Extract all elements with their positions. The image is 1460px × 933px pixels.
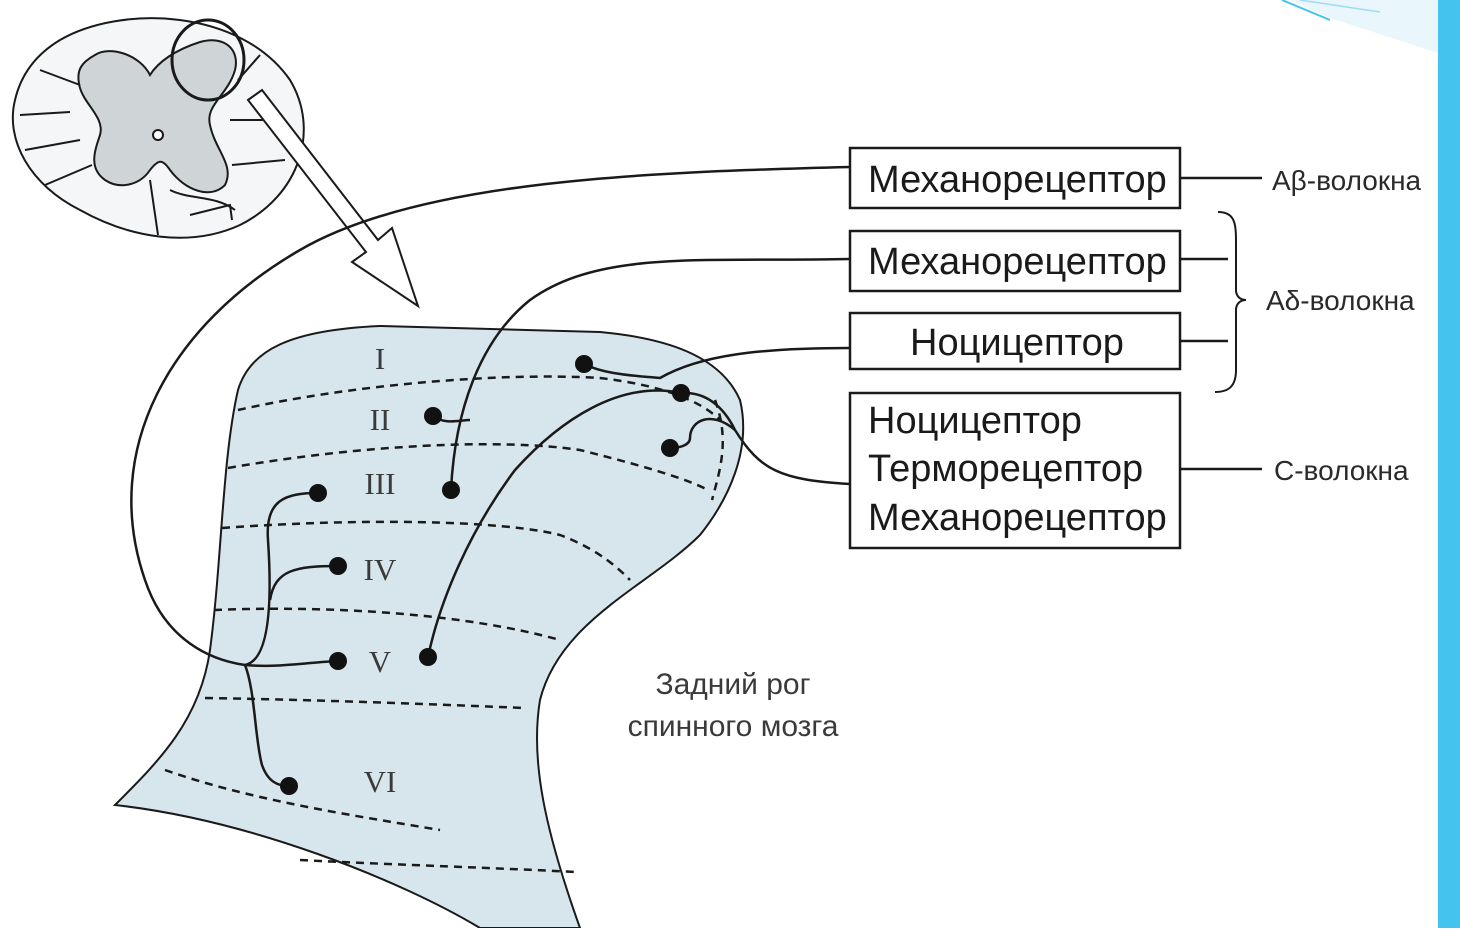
lamina-label-1: I: [375, 341, 385, 376]
label-c-mech: Механорецептор: [868, 497, 1167, 539]
caption: Задний рог спинного мозга: [628, 668, 839, 743]
label-c-thermo: Терморецептор: [868, 448, 1143, 490]
lamina-label-3: III: [365, 466, 396, 501]
receptor-labels: Механорецептор Механорецептор Ноцицептор…: [868, 159, 1167, 539]
caption-line2: спинного мозга: [628, 710, 839, 743]
label-noci: Ноцицептор: [910, 322, 1124, 364]
slide-decoration: [1282, 0, 1460, 60]
lamina-label-4: IV: [364, 552, 397, 587]
label-adelta: Aδ-волокна: [1266, 285, 1415, 316]
slide-accent-bar: [1438, 0, 1460, 928]
label-abeta: Aβ-волокна: [1272, 165, 1422, 196]
spinal-cord-section: [13, 18, 304, 238]
caption-line1: Задний рог: [655, 668, 810, 701]
lamina-label-5: V: [369, 644, 392, 679]
fiber-labels: Aβ-волокна Aδ-волокна С-волокна: [1266, 165, 1422, 486]
lamina-label-6: VI: [364, 764, 397, 799]
adelta-brace: [1215, 212, 1246, 392]
fiber-connectors: [1180, 178, 1262, 469]
label-mech2: Механорецептор: [868, 241, 1167, 283]
label-c-fibers: С-волокна: [1274, 455, 1409, 486]
lamina-label-2: II: [370, 402, 391, 437]
label-mech1: Механорецептор: [868, 159, 1167, 201]
label-c-noci: Ноцицептор: [868, 400, 1082, 442]
